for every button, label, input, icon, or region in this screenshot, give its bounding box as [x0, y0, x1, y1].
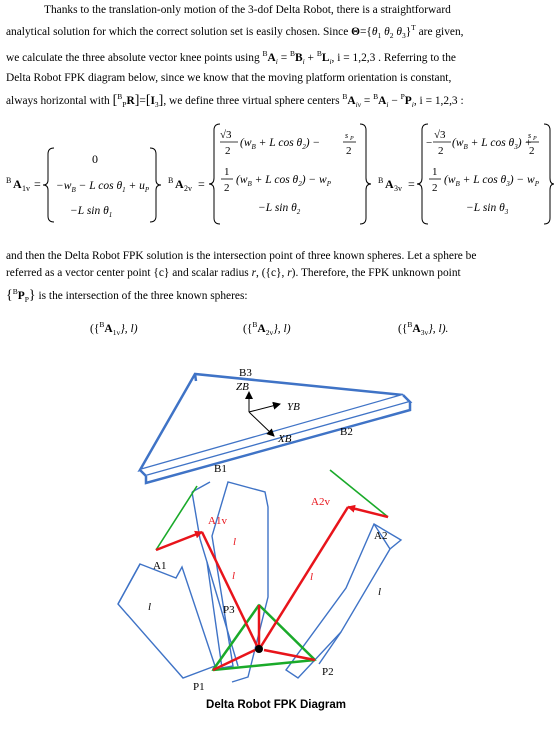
intro-paragraph: Thanks to the translation-only motion of…: [6, 2, 546, 113]
m1-left-brace: [42, 147, 55, 223]
m2-lhs: A: [175, 177, 184, 191]
svg-text:s: s: [345, 131, 348, 140]
svg-text:1: 1: [224, 166, 230, 178]
intro-line-4: Delta Robot FPK diagram below, since we …: [6, 72, 452, 85]
fpk-line-1: and then the Delta Robot FPK solution is…: [6, 250, 477, 262]
label-P1: P1: [193, 681, 205, 693]
label-l-1: l: [148, 601, 151, 613]
label-A2v: A2v: [311, 496, 330, 508]
moving-platform: [211, 604, 316, 672]
m2-r1-sqrt: √3: [220, 129, 232, 141]
label-l-3: l: [232, 570, 235, 582]
sphere-3: ({BA3v}, l).: [398, 320, 449, 338]
intro-line-3: we calculate the three absolute vector k…: [6, 48, 456, 66]
m3-r1-sqrt: √3: [434, 129, 446, 141]
intro-line-5: always horizontal with [BPR]=[I3], we de…: [6, 91, 464, 109]
label-A2: A2: [374, 530, 387, 542]
svg-text:=: =: [34, 177, 41, 191]
m2-right-brace: [359, 123, 372, 225]
svg-text:−L sin θ1: −L sin θ1: [70, 205, 112, 219]
label-ZB: ZB: [236, 381, 249, 393]
sphere-1: ({BA1v}, l): [90, 320, 138, 338]
svg-text:2: 2: [432, 182, 438, 194]
svg-text:P: P: [532, 136, 537, 142]
m3-lhs: A: [385, 177, 394, 191]
label-A1v: A1v: [208, 515, 227, 527]
label-l-4: l: [310, 571, 313, 583]
svg-text:2: 2: [529, 145, 535, 157]
m1-lhs: A: [13, 177, 22, 191]
m3-right-brace: [543, 123, 555, 225]
fpk-line-2: referred as a vector center point {c} an…: [6, 267, 461, 280]
m1-right-brace: [149, 147, 162, 223]
fpk-point: [255, 645, 263, 653]
svg-text:2: 2: [224, 182, 230, 194]
svg-text:s: s: [528, 131, 531, 140]
svg-text:(wB + L cos θ3) − wP: (wB + L cos θ3) − wP: [444, 174, 540, 188]
label-B2: B2: [340, 426, 353, 438]
svg-text:=: =: [408, 177, 415, 191]
svg-text:B: B: [168, 176, 173, 185]
base-platform: [137, 372, 415, 485]
svg-text:−wB − L cos θ1 + uP: −wB − L cos θ1 + uP: [56, 180, 150, 194]
svg-text:2: 2: [438, 145, 444, 157]
sphere-2: ({BA2v}, l): [243, 320, 291, 338]
label-YB: YB: [287, 401, 300, 413]
label-A1: A1: [153, 560, 166, 572]
intro-line-1: Thanks to the translation-only motion of…: [44, 4, 451, 16]
fpk-line-3: {BPP} is the intersection of the three k…: [6, 286, 248, 304]
label-P3: P3: [223, 604, 235, 616]
svg-text:2v: 2v: [184, 184, 192, 193]
svg-text:−: −: [426, 137, 432, 149]
virtual-vectors: [155, 504, 389, 672]
label-XB: XB: [277, 433, 292, 445]
svg-text:2: 2: [346, 145, 352, 157]
label-B1: B1: [214, 463, 227, 475]
m3-left-brace: [416, 123, 429, 225]
delta-robot-fpk-diagram: B3 ZB YB XB B2 B1 A1v A2v A2 A1 P3 P2 P1…: [117, 367, 415, 711]
svg-text:(wB + L cos θ2) − wP: (wB + L cos θ2) − wP: [236, 174, 332, 188]
arm-links: [117, 481, 403, 683]
svg-text:P: P: [349, 136, 354, 142]
svg-text:−L sin θ2: −L sin θ2: [258, 202, 301, 216]
label-P2: P2: [322, 666, 334, 678]
svg-text:3v: 3v: [394, 184, 402, 193]
svg-text:(wB + L cos θ3) +: (wB + L cos θ3) +: [452, 137, 532, 151]
svg-text:B: B: [378, 176, 383, 185]
m1-sub: 1v: [22, 184, 30, 193]
m1-sup: B: [6, 176, 11, 185]
matrix-equations: B A 1v = 0 −wB − L cos θ1 + uP −L sin θ1…: [6, 123, 555, 225]
fpk-paragraph: and then the Delta Robot FPK solution is…: [6, 248, 546, 308]
m2-left-brace: [208, 123, 221, 225]
diagram-caption: Delta Robot FPK Diagram: [206, 699, 346, 711]
label-B3: B3: [239, 367, 252, 379]
m1-r1: 0: [92, 152, 98, 166]
svg-text:−L sin θ3: −L sin θ3: [466, 202, 509, 216]
intro-line-2: analytical solution for which the correc…: [6, 23, 464, 41]
svg-text:2: 2: [225, 145, 231, 157]
svg-text:(wB + L cos θ2) −: (wB + L cos θ2) −: [240, 137, 320, 151]
base-frame-axes: [245, 391, 281, 437]
label-l-2: l: [233, 536, 236, 548]
label-l-5: l: [378, 586, 381, 598]
svg-text:1: 1: [432, 166, 438, 178]
svg-text:=: =: [198, 177, 205, 191]
